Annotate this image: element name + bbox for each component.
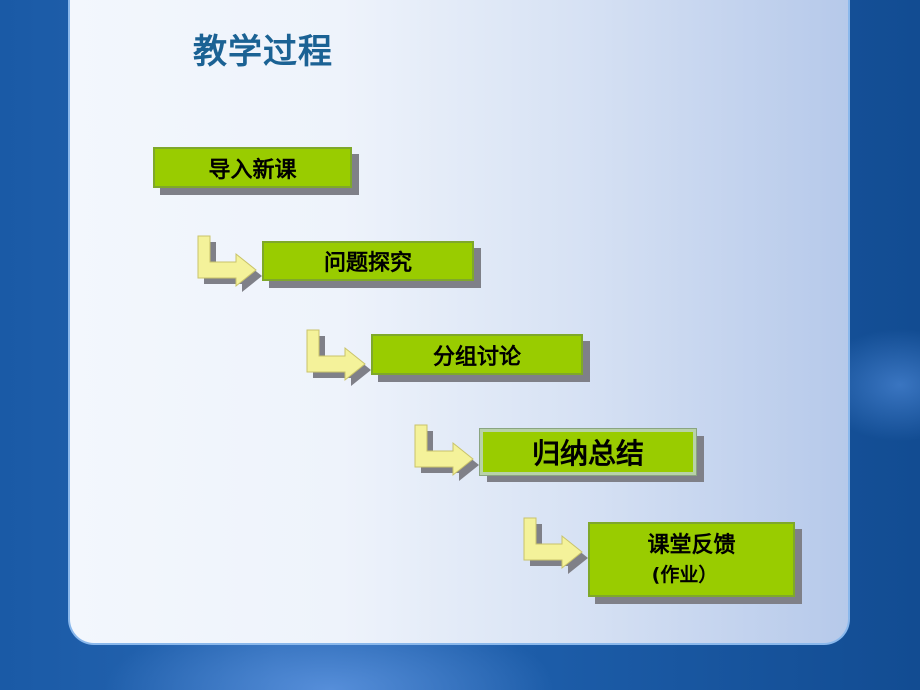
step-5-sublabel: (作业） xyxy=(651,563,718,586)
step-2-label: 问题探究 xyxy=(323,251,412,276)
step-4-label: 归纳总结 xyxy=(531,437,644,470)
arrow-icon xyxy=(414,424,479,481)
arrow-icon xyxy=(306,329,371,386)
step-1-box[interactable]: 导入新课 xyxy=(153,147,352,188)
step-3-box[interactable]: 分组讨论 xyxy=(371,334,583,375)
step-2-box[interactable]: 问题探究 xyxy=(262,241,474,281)
arrow-icon xyxy=(523,517,588,574)
step-5-label: 课堂反馈 xyxy=(647,532,736,558)
step-4-box[interactable]: 归纳总结 xyxy=(479,428,697,476)
slide-title: 教学过程 xyxy=(193,32,333,72)
arrow-icon xyxy=(197,235,262,292)
step-1-label: 导入新课 xyxy=(208,157,297,183)
step-5-box[interactable]: 课堂反馈 (作业） xyxy=(588,522,795,597)
step-3-label: 分组讨论 xyxy=(432,344,521,370)
